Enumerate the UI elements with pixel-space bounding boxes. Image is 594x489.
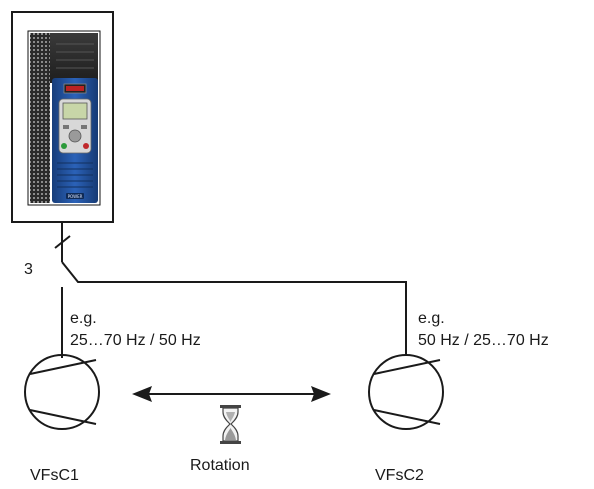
- variable-frequency-drive-icon: POWER: [27, 30, 101, 206]
- compressor-right-note-line1: e.g.: [418, 310, 445, 327]
- drive-unit: POWER: [11, 11, 114, 223]
- compressor-left: [24, 354, 100, 430]
- compressor-symbol-icon: [24, 354, 100, 430]
- compressor-left-note-line1: e.g.: [70, 310, 97, 327]
- drive-brand-logo: POWER: [68, 194, 83, 199]
- wire-count-slash: [54, 235, 71, 249]
- compressor-left-note-line2: 25…70 Hz / 50 Hz: [70, 332, 201, 349]
- wiring: [54, 222, 407, 358]
- rotation-label: Rotation: [190, 457, 250, 474]
- wire-to-compressor-right: [61, 261, 407, 355]
- compressor-left-name: VFsC1: [30, 467, 79, 484]
- hourglass-icon: [220, 405, 241, 444]
- compressor-right: [368, 354, 444, 430]
- compressor-symbol-icon: [368, 354, 444, 430]
- double-arrow-icon: [132, 386, 331, 402]
- compressor-right-note-line2: 50 Hz / 25…70 Hz: [418, 332, 549, 349]
- wire-count-label: 3: [24, 261, 33, 278]
- compressor-right-name: VFsC2: [375, 467, 424, 484]
